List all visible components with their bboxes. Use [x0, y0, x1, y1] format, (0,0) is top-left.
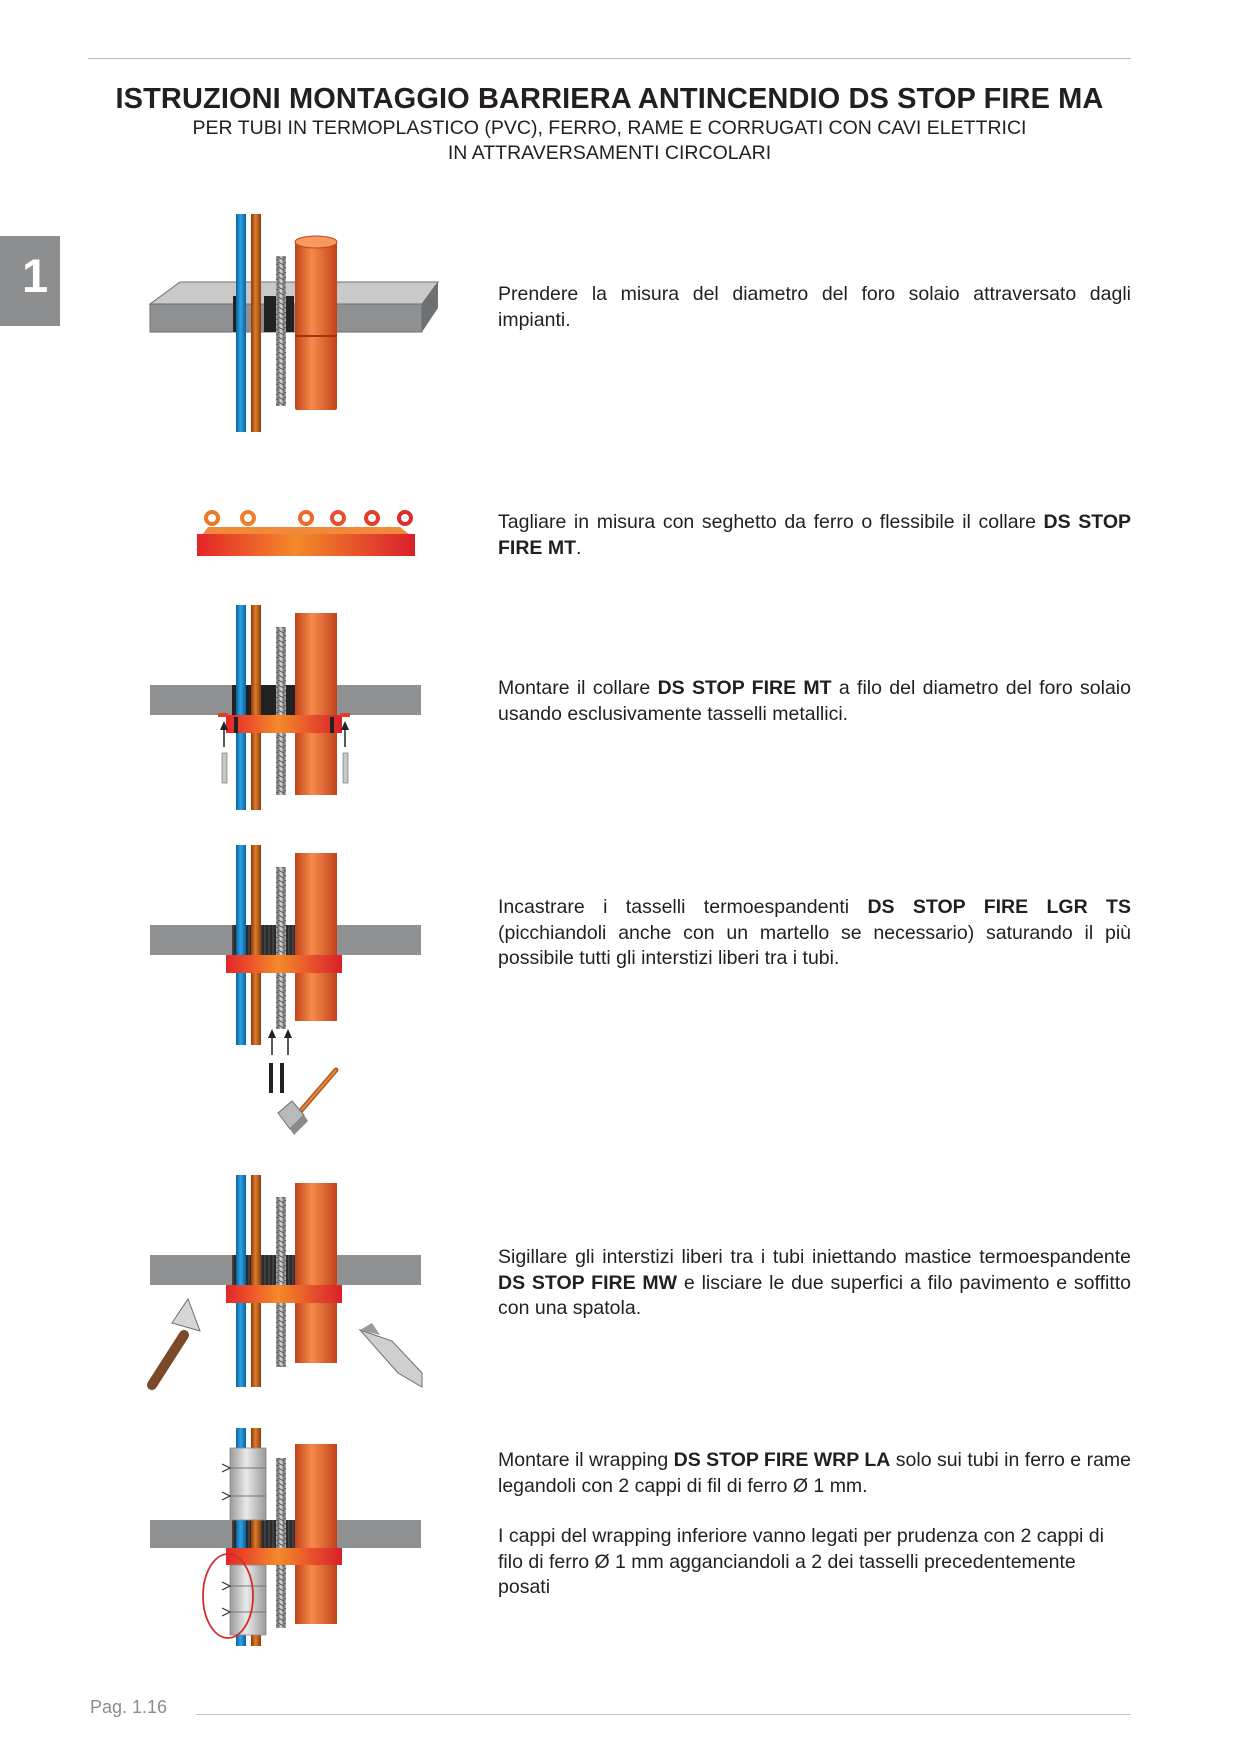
- figure-seal-mastic: [147, 1175, 423, 1390]
- step-6-note: I cappi del wrapping inferiore vanno leg…: [498, 1525, 1104, 1598]
- product-name: DS STOP FIRE MT: [657, 677, 832, 699]
- step-3-paragraph: Montare il collare DS STOP FIRE MT a fil…: [498, 677, 1131, 725]
- header: ISTRUZIONI MONTAGGIO BARRIERA ANTINCENDI…: [88, 82, 1131, 166]
- chapter-number: 1: [22, 249, 49, 302]
- figure-insert-plugs: [150, 845, 421, 1135]
- page-number: Pag. 1.16: [90, 1697, 168, 1717]
- step-5-text: Sigillare gli interstizi liberi tra i tu…: [498, 1245, 1131, 1322]
- step-5-paragraph: Sigillare gli interstizi liberi tra i tu…: [498, 1246, 1132, 1319]
- step-6-text: Montare il wrapping DS STOP FIRE WRP LA …: [498, 1448, 1131, 1601]
- product-name: DS STOP FIRE MW: [498, 1271, 678, 1294]
- figure-wrapping: [150, 1428, 421, 1646]
- chapter-tab: 1: [0, 236, 60, 326]
- top-rule: [88, 58, 1131, 59]
- figure-cut-collar: [197, 510, 415, 556]
- product-name: DS STOP FIRE LGR TS: [867, 896, 1131, 918]
- step-2-text: Tagliare in misura con seghetto da ferro…: [498, 510, 1131, 561]
- step-4-text: Incastrare i tasselli termoespandenti DS…: [498, 895, 1131, 972]
- product-name: DS STOP FIRE MT: [498, 511, 1131, 559]
- step-2-paragraph: Tagliare in misura con seghetto da ferro…: [498, 511, 1131, 559]
- figure-mount-collar: [150, 605, 421, 810]
- page-subtitle-line2: IN ATTRAVERSAMENTI CIRCOLARI: [447, 142, 772, 164]
- page-title: ISTRUZIONI MONTAGGIO BARRIERA ANTINCENDI…: [115, 83, 1104, 115]
- page-subtitle-line1: PER TUBI IN TERMOPLASTICO (PVC), FERRO, …: [192, 117, 1027, 139]
- step-1-paragraph: Prendere la misura del diametro del foro…: [498, 283, 1131, 331]
- step-6-paragraph: Montare il wrapping DS STOP FIRE WRP LA …: [498, 1449, 1131, 1497]
- step-3-text: Montare il collare DS STOP FIRE MT a fil…: [498, 676, 1131, 727]
- product-name: DS STOP FIRE WRP LA: [673, 1449, 891, 1471]
- bottom-rule: [196, 1714, 1131, 1715]
- step-1-text: Prendere la misura del diametro del foro…: [498, 282, 1131, 333]
- figure-measure-hole: [148, 214, 439, 432]
- step-4-paragraph: Incastrare i tasselli termoespandenti DS…: [498, 896, 1131, 969]
